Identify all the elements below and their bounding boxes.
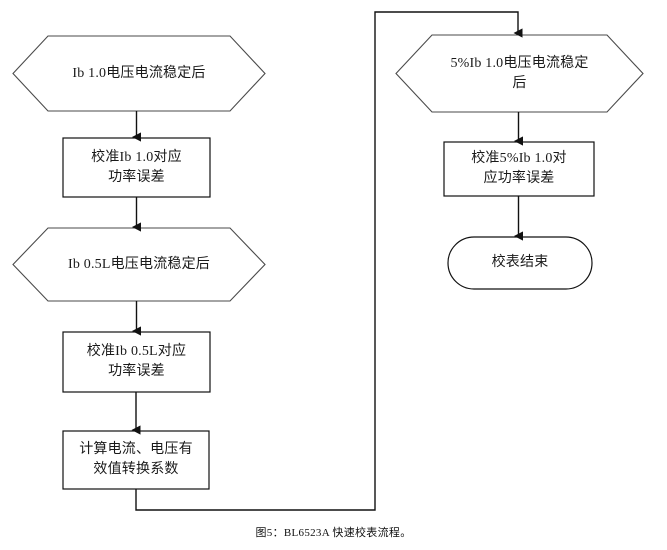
figure-caption: 图5：BL6523A 快速校表流程。 [255, 527, 412, 539]
node-rect-calibrate-5pct-ib1[interactable] [443, 141, 595, 197]
node-hexagon-5pct-ib1-stable[interactable] [395, 34, 644, 113]
node-hexagon-ib1-stable[interactable] [12, 35, 266, 112]
node-stadium-end[interactable] [447, 236, 593, 290]
node-rect-calibrate-ib05l[interactable] [62, 331, 211, 393]
node-rect-calibrate-ib1[interactable] [62, 137, 211, 198]
node-hexagon-ib05l-stable[interactable] [12, 227, 266, 302]
node-rect-compute-rms-coefficients[interactable] [62, 430, 210, 490]
edge-compute-to-5pct-ib1-wrap [135, 11, 523, 511]
